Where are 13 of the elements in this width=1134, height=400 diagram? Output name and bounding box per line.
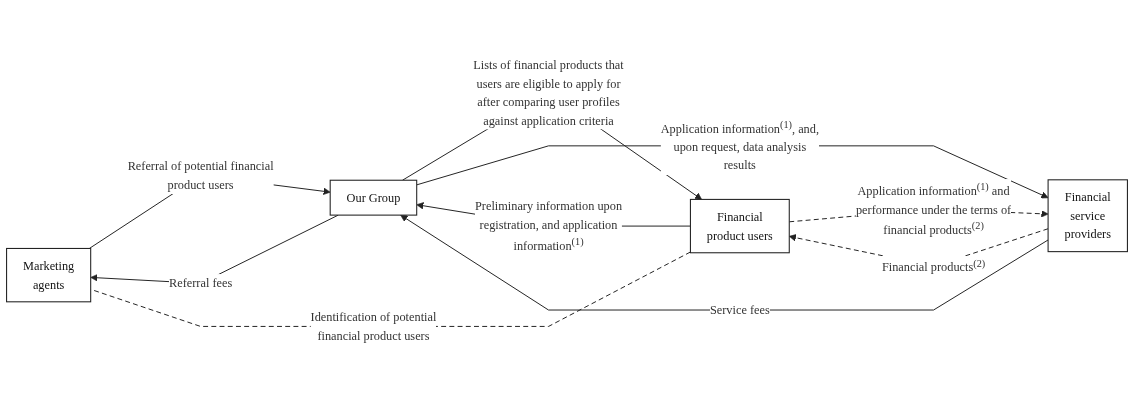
edge-label: Referral fees [169, 276, 233, 290]
node-box: Financial product users [689, 198, 790, 254]
node-box: Our Group [329, 179, 418, 216]
edge-label: Financial products$^{(2)}$ [881, 257, 986, 274]
edge-label: Application information$^{(1)}$, and, upon request, data analysis results [660, 118, 820, 172]
edge-label: Lists of financial products that users are eligible to apply for after comparing user profiles against application criteria [473, 57, 624, 127]
edge-label: Preliminary information upon registration, and application information$^{(1)}$ [475, 199, 623, 252]
edge-label: Referral of potential financial product users [127, 159, 274, 191]
edge-label: Identification of potential financial product users [310, 310, 437, 342]
node-box: Financial service providers [1047, 179, 1128, 252]
edge-label: Service fees [709, 303, 770, 317]
node-box: Marketing agents [6, 247, 92, 303]
edge-label: Application information$^{(1)}$ and performance under the terms of financial products$^{(2)}$ [855, 180, 1012, 237]
